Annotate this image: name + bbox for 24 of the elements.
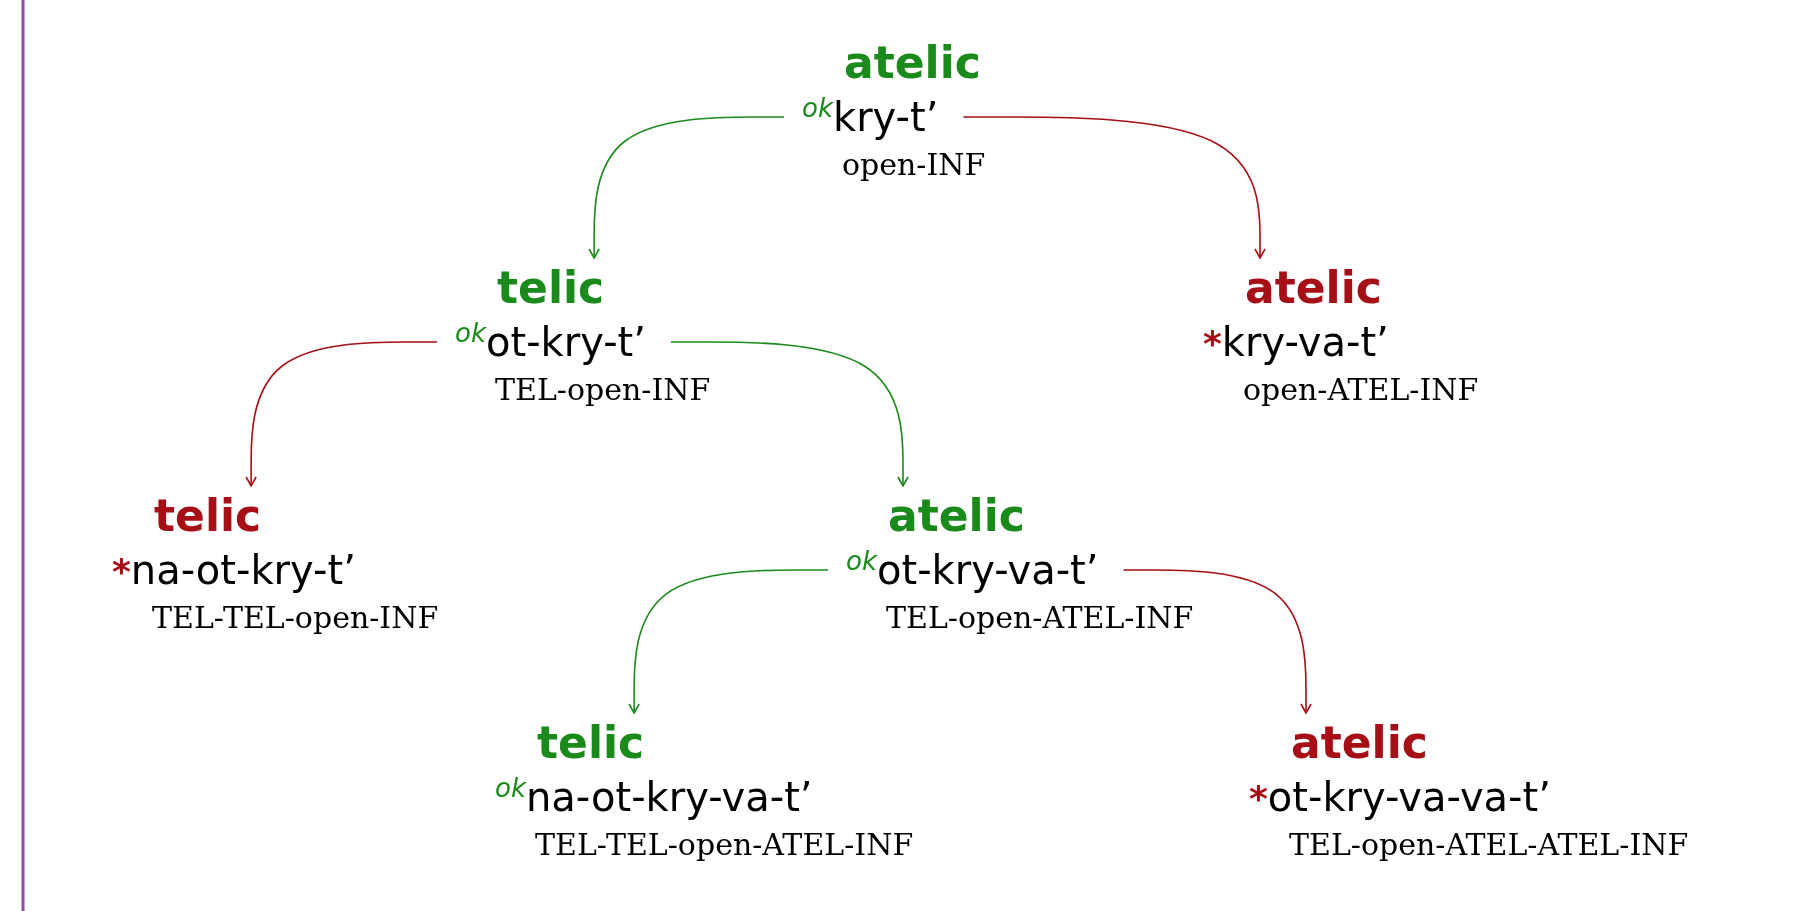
morpheme-gloss: TEL-open-ATEL-ATEL-INF bbox=[1289, 826, 1689, 864]
verb-form: $^{ok}$kry-t’ bbox=[802, 92, 939, 142]
morpheme-gloss: TEL-TEL-open-INF bbox=[152, 599, 439, 637]
arrow bbox=[670, 341, 909, 487]
arrow bbox=[245, 341, 438, 487]
morpheme-gloss: open-ATEL-INF bbox=[1243, 371, 1479, 409]
aspect-label: atelic bbox=[1291, 717, 1428, 769]
arrow bbox=[1122, 569, 1312, 714]
arrow bbox=[588, 116, 785, 259]
arrow bbox=[962, 116, 1266, 259]
morpheme-gloss: TEL-open-INF bbox=[495, 371, 711, 409]
aspect-label: atelic bbox=[844, 37, 981, 89]
morpheme-gloss: open-INF bbox=[842, 146, 986, 184]
aspect-label: telic bbox=[537, 717, 645, 769]
aspect-label: atelic bbox=[1245, 262, 1382, 314]
morpheme-gloss: TEL-TEL-open-ATEL-INF bbox=[535, 826, 914, 864]
verb-form: $^{ok}$ot-kry-va-t’ bbox=[846, 545, 1099, 595]
aspect-label: telic bbox=[497, 262, 605, 314]
morpheme-gloss: TEL-open-ATEL-INF bbox=[886, 599, 1194, 637]
arrow bbox=[628, 569, 829, 714]
aspect-label: atelic bbox=[888, 490, 1025, 542]
verb-form: $^{ok}$ot-kry-t’ bbox=[455, 317, 646, 367]
aspect-label: telic bbox=[154, 490, 262, 542]
verb-form: $^{ok}$na-ot-kry-va-t’ bbox=[495, 772, 813, 822]
